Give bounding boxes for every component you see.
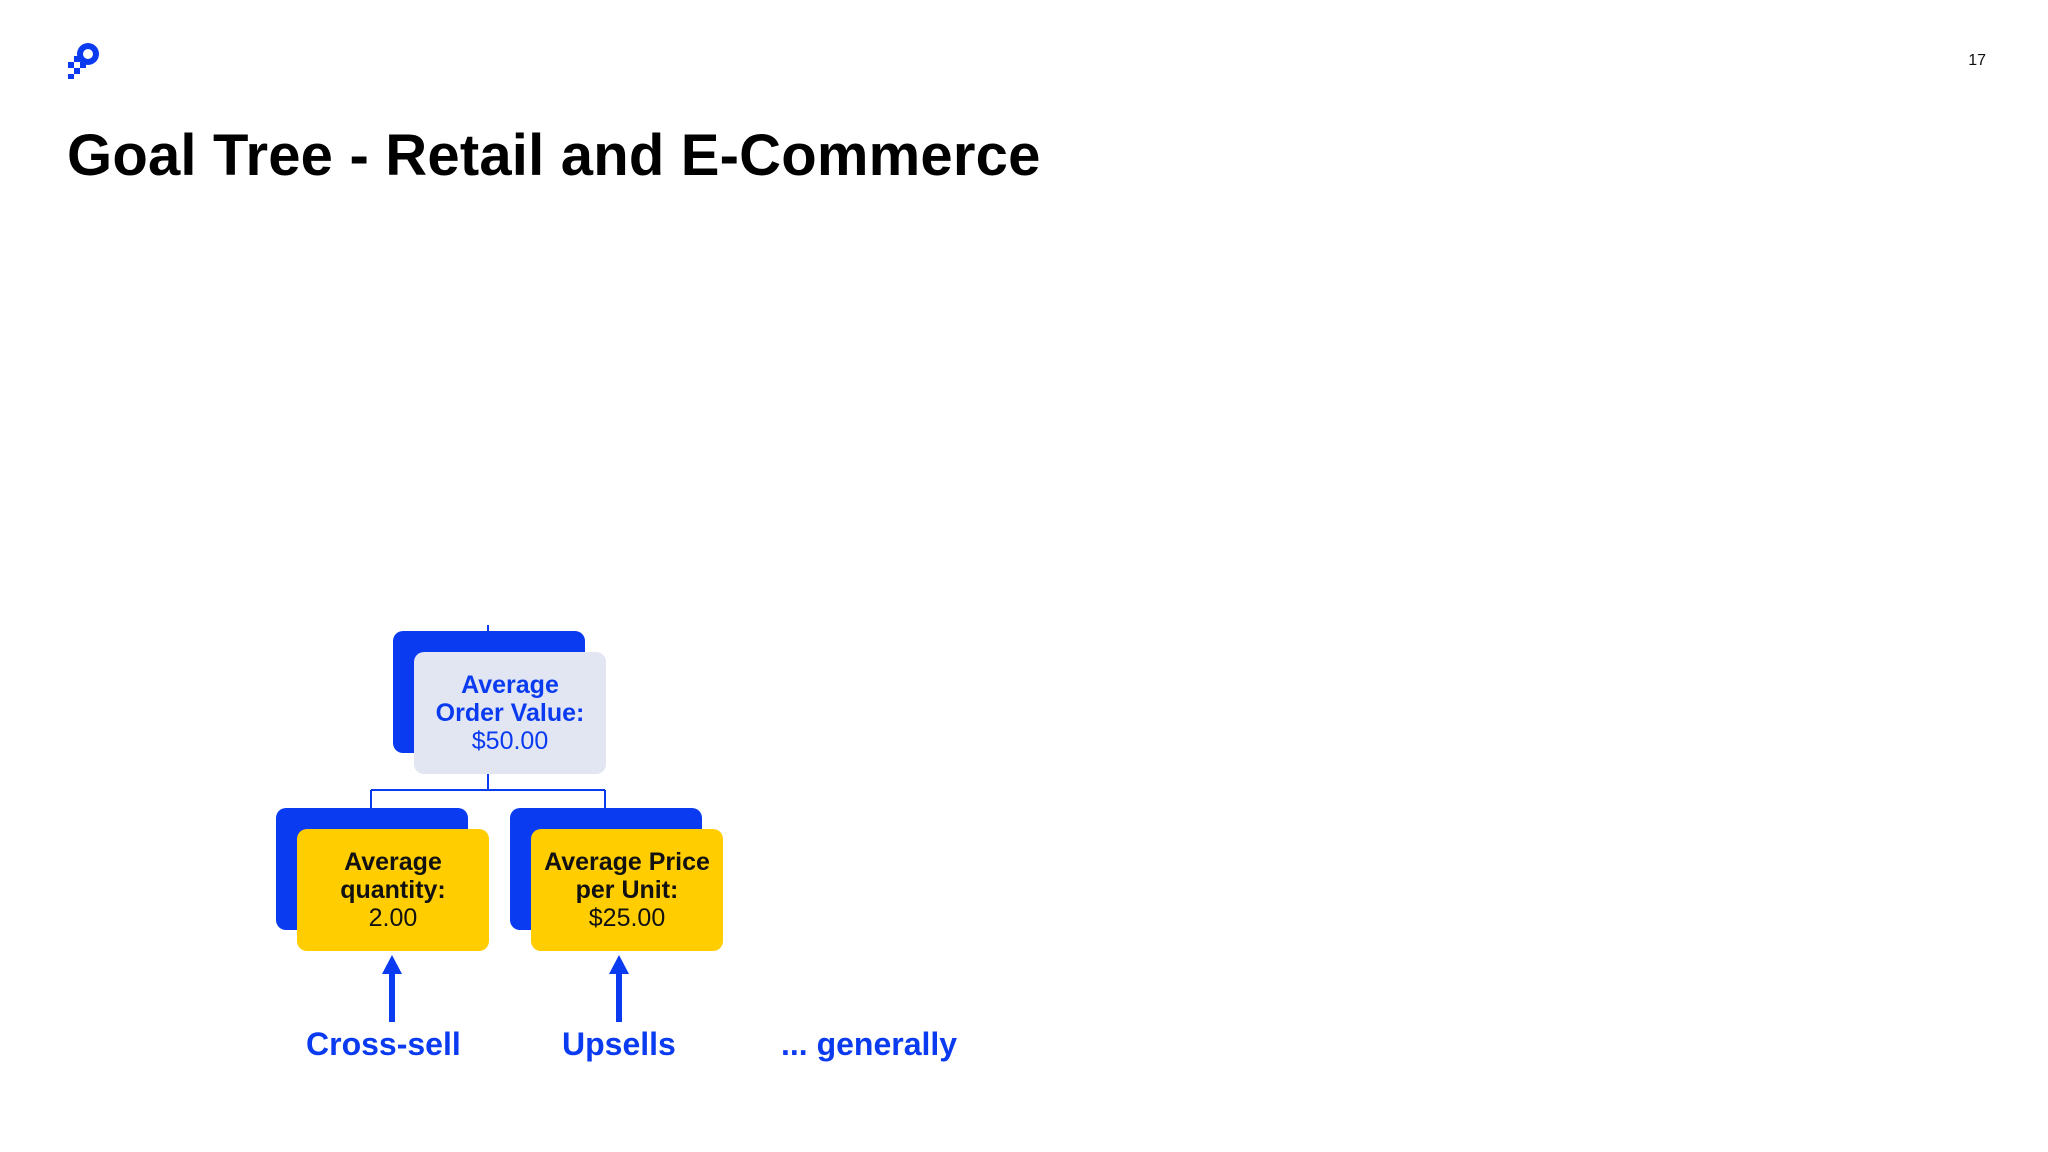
child-node-price: Average Price per Unit: $25.00: [510, 808, 723, 951]
generally-label: ... generally: [781, 1026, 958, 1062]
page-number: 17: [1968, 52, 1986, 69]
slide-title: Goal Tree - Retail and E-Commerce: [67, 123, 1041, 188]
child-node-price-label: Average Price per Unit:: [544, 848, 710, 904]
root-node-face: Average Order Value: $50.00: [414, 652, 606, 774]
child-node-price-face: Average Price per Unit: $25.00: [531, 829, 723, 951]
upsells-label: Upsells: [562, 1026, 676, 1062]
root-node-value: $50.00: [471, 727, 549, 755]
child-node-quantity-label: Average quantity:: [340, 848, 446, 904]
root-node-label: Average Order Value:: [435, 671, 585, 727]
child-node-quantity: Average quantity: 2.00: [276, 808, 489, 951]
cross-sell-label: Cross-sell: [306, 1026, 461, 1062]
upsells-arrow-head: [609, 955, 629, 974]
cross-sell-arrow-head: [382, 955, 402, 974]
child-node-price-value: $25.00: [588, 904, 666, 932]
child-node-quantity-face: Average quantity: 2.00: [297, 829, 489, 951]
root-node: Average Order Value: $50.00: [393, 631, 606, 774]
rocket-logo-icon: [68, 43, 99, 79]
child-node-quantity-value: 2.00: [368, 904, 418, 932]
